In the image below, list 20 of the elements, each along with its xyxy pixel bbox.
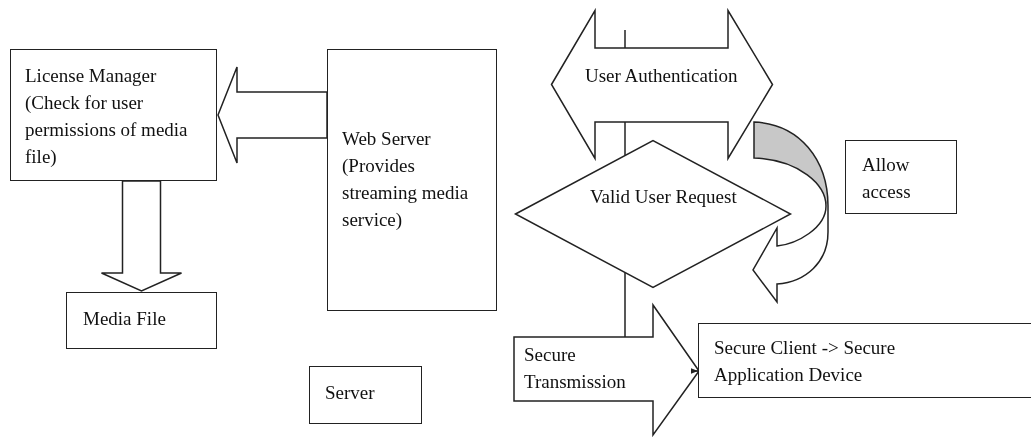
node-label: Media File: [83, 307, 167, 331]
double-block-arrow: [551, 10, 773, 159]
block-arrow: [100, 180, 183, 292]
node-label: License Manager (Check for user permissions of media file): [25, 64, 189, 169]
node-label: User Authentication: [585, 64, 739, 88]
node-label: Secure Client -> Secure Application Device: [714, 336, 897, 387]
node-label: Valid User Request: [590, 185, 738, 209]
decision-diamond: [515, 140, 791, 288]
node-label: Server: [325, 381, 376, 405]
process-box: [309, 366, 422, 424]
node-label: Web Server (Provides streaming media service): [342, 127, 470, 232]
process-box: [845, 140, 957, 214]
curved-block-arrow: [752, 121, 829, 303]
process-box: [66, 292, 217, 349]
block-arrow: [217, 66, 328, 164]
process-box: [698, 323, 1031, 398]
node-label: Allow access: [862, 153, 912, 204]
process-box: [327, 49, 497, 311]
process-box: [10, 49, 217, 181]
connector-line: [624, 121, 626, 156]
